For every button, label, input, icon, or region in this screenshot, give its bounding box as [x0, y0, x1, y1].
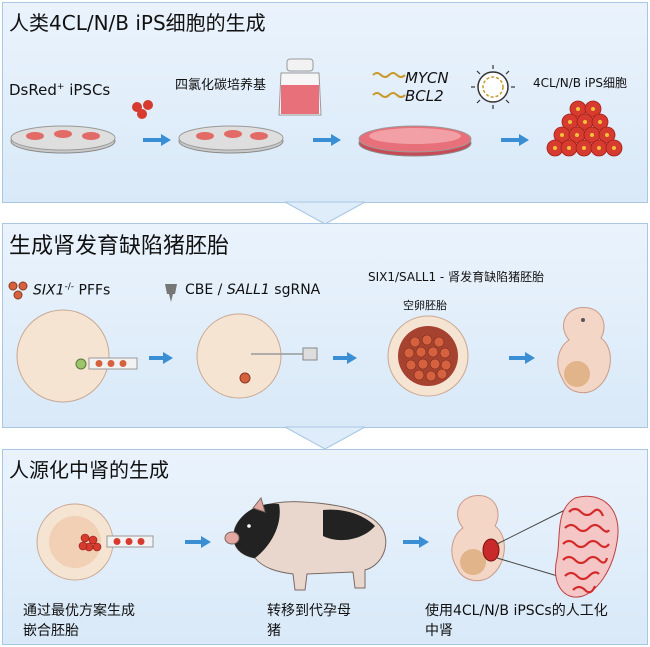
step2-line1: 转移到代孕母	[267, 603, 351, 619]
surrogate-pig	[224, 496, 387, 591]
floating-cells	[132, 100, 153, 119]
six1-pffs-label: SIX1-/- PFFs	[33, 282, 111, 299]
embryo-label: SIX1/SALL1 - 肾发育缺陷猪胚胎	[368, 270, 545, 284]
gene-squiggles	[372, 72, 406, 98]
panel1-illustration	[10, 58, 623, 157]
petri-dish-1	[10, 125, 116, 154]
virus-icon	[471, 65, 515, 109]
step3-line1: 使用4CL/N/B iPSCs的人工化	[425, 603, 608, 619]
panel-title: 生成肾发育缺陷猪胚胎	[9, 234, 230, 259]
panel-ips-generation: 人类4CL/N/B iPS细胞的生成 DsRed+ iPSCs 四氯化碳培养基 …	[2, 2, 648, 203]
humanized-mesonephros	[555, 495, 619, 598]
gene-mycn-label: MYCN	[405, 69, 449, 87]
blastocyst	[387, 315, 469, 397]
petri-dish-3	[358, 125, 472, 157]
panel-humanized-kidney: 人源化中肾的生成 通过最优方案生成 嵌合胚胎 转移到代孕母 猪 使用4CL/N/…	[2, 449, 648, 645]
cbe-sgrna-label: CBE / SALL1 sgRNA	[185, 282, 321, 298]
medium-bottle	[278, 58, 322, 116]
step1-line2: 嵌合胚胎	[23, 623, 79, 639]
embryo-with-kidney	[451, 495, 572, 582]
gene-bcl2-label: BCL2	[405, 87, 444, 105]
panel3-illustration	[36, 495, 619, 598]
step2-line2: 猪	[267, 623, 281, 639]
result-label: 4CL/N/B iPS细胞	[533, 76, 627, 90]
pig-embryo	[557, 307, 611, 394]
step1-line1: 通过最优方案生成	[23, 603, 135, 619]
blastocyst-label: 空卵胚胎	[403, 299, 447, 312]
chevron-down-icon	[284, 426, 366, 450]
panel2-illustration	[8, 281, 611, 403]
petri-dish-2	[178, 125, 284, 154]
chevron-down-icon	[284, 201, 366, 225]
panel-pig-embryo: 生成肾发育缺陷猪胚胎 SIX1-/- PFFs CBE / SALL1 sgRN…	[2, 223, 648, 428]
chimera-embryo	[36, 503, 154, 581]
step3-line2: 中肾	[425, 623, 453, 639]
panel-title: 人源化中肾的生成	[9, 458, 169, 482]
medium-label: 四氯化碳培养基	[175, 78, 267, 93]
oocyte-1	[16, 309, 138, 403]
dsred-ipscs-label: DsRed+ iPSCs	[9, 81, 111, 99]
oocyte-2	[196, 313, 318, 399]
panel-title: 人类4CL/N/B iPS细胞的生成	[9, 11, 266, 35]
